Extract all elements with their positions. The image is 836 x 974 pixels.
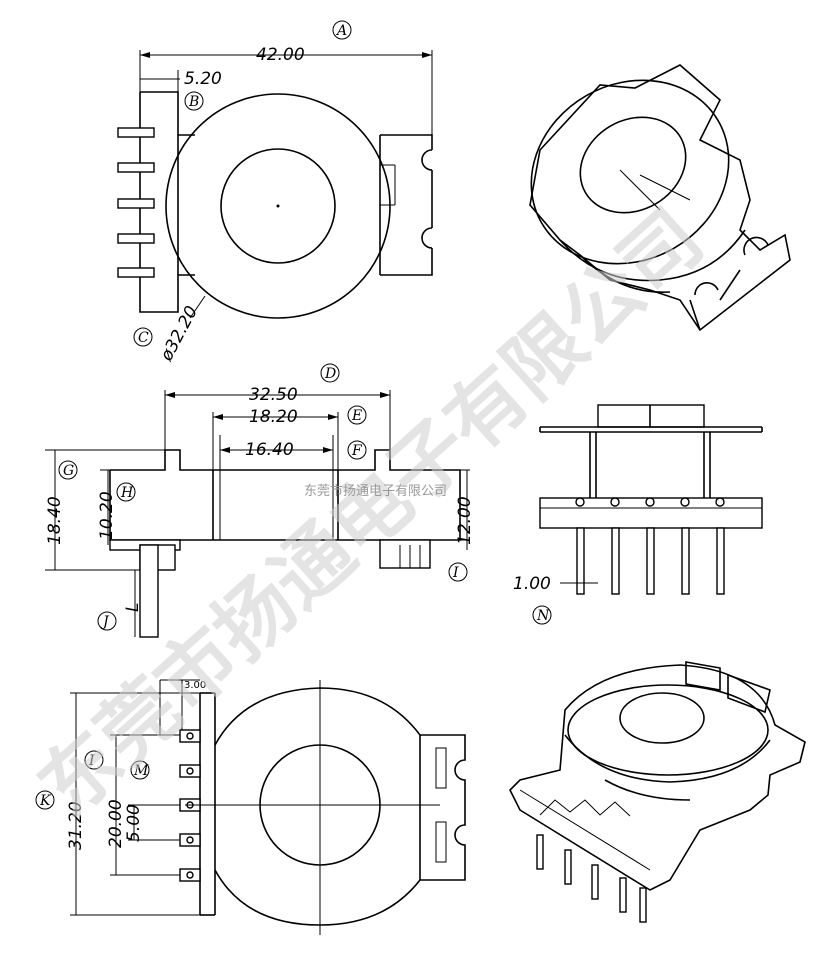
label-g: G — [63, 463, 74, 479]
label-h: H — [120, 485, 134, 501]
dim-total-height: 18.40 — [45, 496, 65, 545]
top-view: 42.00 A 5.20 B — [117, 20, 433, 365]
dim-core-width: 16.40 — [245, 440, 294, 460]
dim-inner-width: 18.20 — [249, 407, 298, 427]
label-m: M — [133, 763, 149, 779]
front-view: 32.50 D 18.20 E 16.40 F 1 — [45, 363, 475, 638]
label-e: E — [351, 408, 362, 424]
dim-pin-pitch: 5.00 — [124, 804, 144, 842]
dim-offset: 5.20 — [184, 69, 222, 89]
dim-pin-length: L — [123, 603, 143, 612]
dim-pin-pitch-small: 1.00 — [513, 574, 551, 594]
label-k: K — [39, 793, 52, 809]
side-pins — [575, 497, 725, 595]
side-view: 1.00 N — [513, 404, 763, 625]
label-c: C — [138, 330, 149, 346]
label-l-circle: I — [88, 753, 95, 769]
bottom-view: 3.00 31.20 K 20.00 I 5.00 M — [35, 679, 466, 935]
dim-pin-span: 20.00 — [106, 799, 126, 848]
dim-mid-height: 10.20 — [97, 491, 117, 540]
label-j: J — [100, 614, 110, 630]
label-f: F — [351, 443, 363, 459]
label-d: D — [324, 366, 336, 382]
iso-pins — [536, 834, 647, 923]
label-n: N — [536, 608, 550, 624]
label-a: A — [335, 23, 347, 39]
dim-overall-width: 42.00 — [256, 45, 305, 65]
dim-base-width: 32.50 — [249, 385, 298, 405]
dim-core-height: 12.00 — [455, 496, 475, 545]
bottom-pins — [179, 729, 201, 882]
iso-view-top — [529, 64, 791, 332]
label-i: I — [452, 565, 459, 581]
label-b: B — [188, 94, 199, 110]
dim-pin-offset: 3.00 — [184, 680, 206, 691]
dim-pin-row: 31.20 — [66, 801, 86, 850]
iso-view-bottom — [509, 661, 806, 923]
top-pins — [117, 127, 155, 278]
watermark-small: 东莞市扬通电子有限公司 — [304, 483, 447, 499]
